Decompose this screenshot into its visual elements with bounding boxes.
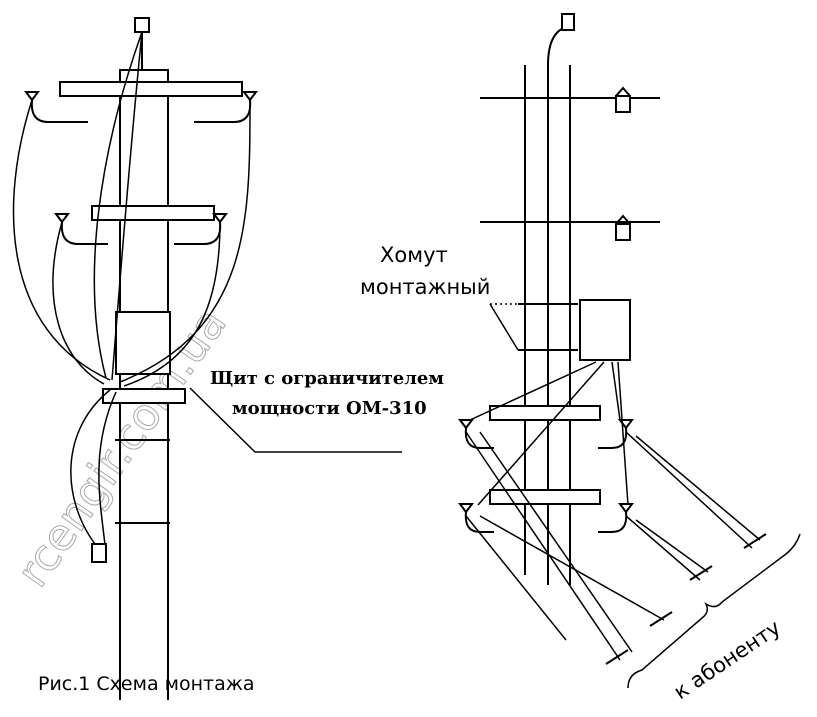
left-panel-box: [115, 311, 171, 375]
clamp-label-line2: монтажный: [360, 275, 490, 299]
to-subscriber-label: к абоненту: [669, 615, 784, 704]
right-lower-traverse: [489, 489, 601, 505]
clamp-label-line1: Хомут: [380, 243, 448, 267]
left-middle-traverse: [91, 205, 215, 221]
panel-label-line1: Щит с ограничителем: [210, 368, 444, 389]
left-lower-traverse: [102, 388, 186, 404]
right-upper-traverse: [489, 405, 601, 421]
right-pole: [458, 13, 801, 689]
panel-label-line2: мощности ОМ-310: [232, 398, 427, 419]
right-panel-box: [579, 299, 631, 361]
figure-caption: Рис.1 Схема монтажа: [38, 673, 255, 695]
left-pole: [12, 17, 402, 700]
left-top-traverse: [59, 81, 243, 97]
